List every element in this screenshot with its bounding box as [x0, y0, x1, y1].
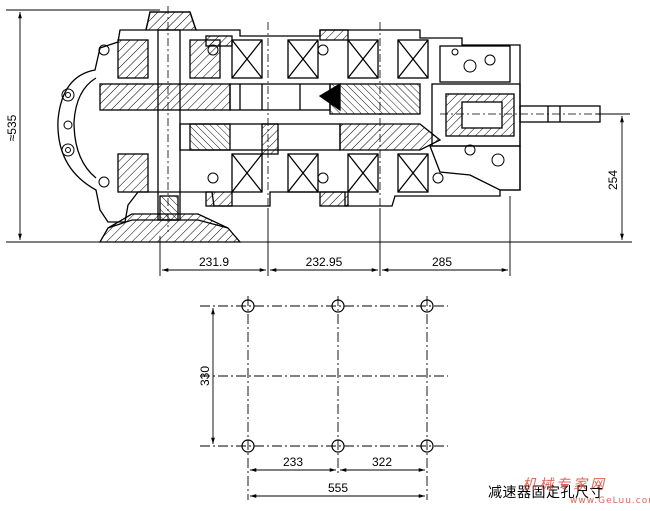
watermark-url: www.GeLuu.com: [570, 496, 650, 506]
dim-hole-span-1: 233: [283, 455, 303, 469]
dim-shaft-height: 254: [606, 170, 620, 190]
dim-span-2: 232.95: [306, 255, 343, 269]
dim-hole-span-2: 322: [372, 455, 392, 469]
section-dimensions: [6, 9, 632, 276]
dim-span-3: 285: [432, 255, 452, 269]
bearings-lower: [117, 153, 429, 193]
watermark-text: 机械专家网: [522, 477, 607, 493]
figure-caption: 减速器固定孔尺寸: [488, 485, 604, 501]
gearbox-section: [57, 6, 620, 243]
mounting-hole-layout: [200, 296, 448, 500]
large-gear: [99, 83, 231, 111]
dim-overall-height: ≈535: [5, 114, 19, 141]
top-cap: [145, 11, 197, 31]
dim-span-1: 231.9: [199, 255, 229, 269]
dim-hole-total: 555: [328, 481, 348, 495]
bearings-upper: [117, 39, 429, 79]
dim-hole-vertical: 330: [198, 366, 212, 386]
bolt-circles: [61, 44, 505, 188]
mounting-holes: [241, 299, 434, 453]
bevel-gear: [329, 83, 421, 115]
